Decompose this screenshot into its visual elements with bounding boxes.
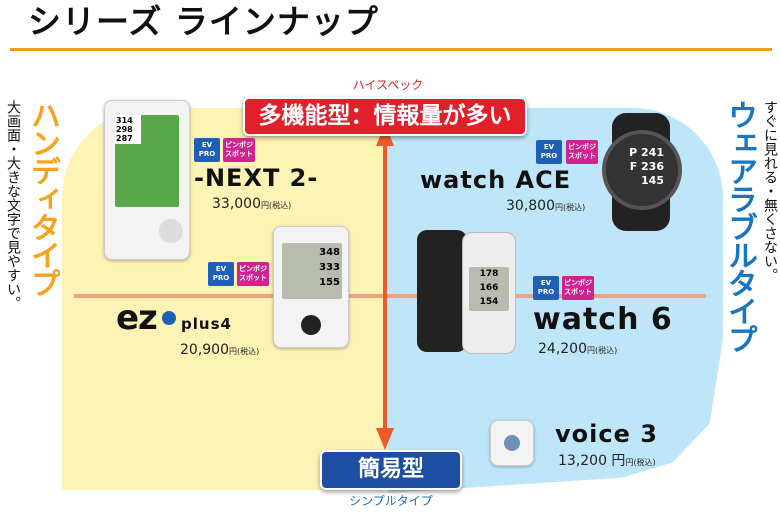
screen-value: 314 <box>116 116 133 125</box>
horizontal-axis <box>74 294 706 298</box>
voice3-device-image <box>490 420 534 466</box>
screen-value: 298 <box>116 125 133 134</box>
watch-ace-device-image: P 241 F 236 145 <box>602 130 682 210</box>
screen-value: 348 <box>319 247 340 258</box>
product-price-next2: 33,000円(税込) <box>212 196 292 212</box>
screen-value: 145 <box>641 174 664 187</box>
product-price-ezplus4: 20,900円(税込) <box>180 342 260 358</box>
vertical-axis <box>383 140 387 435</box>
product-name-watch6: watch 6 <box>533 302 673 337</box>
wearable-type-subtitle: すぐに見れる・無くさない。 <box>762 100 778 282</box>
screen-value: 333 <box>319 262 340 273</box>
product-price-watch-ace: 30,800円(税込) <box>506 198 586 214</box>
page-title: シリーズ ラインナップ <box>28 2 379 41</box>
product-price-voice3: 13,200 円円(税込) <box>558 453 656 469</box>
center-button <box>301 315 321 335</box>
simple-box: 簡易型 <box>320 450 462 490</box>
next2-screen: 314 298 287 <box>115 115 179 207</box>
high-spec-label: ハイスペック <box>352 78 424 92</box>
screen-value: 166 <box>479 283 499 293</box>
product-name-voice3: voice 3 <box>555 420 658 448</box>
ev-pro-badge: EV PRO <box>208 262 234 286</box>
arrow-down-icon <box>376 428 394 450</box>
screen-value: 178 <box>479 269 499 279</box>
handy-type-subtitle: 大画面・大きな文字で見やすい。 <box>5 100 21 310</box>
watch6-black-device-image <box>417 230 467 352</box>
pinpoji-spot-badge: ピンポジ スポット <box>562 276 594 300</box>
watch6-screen: 178 166 154 <box>469 267 509 311</box>
voice3-button <box>504 435 520 451</box>
ev-pro-badge: EV PRO <box>533 276 559 300</box>
plus-icon <box>161 311 176 325</box>
product-price-watch6: 24,200円(税込) <box>538 341 618 357</box>
product-name-watch-ace: watch ACE <box>420 166 572 194</box>
next2-device-image: 314 298 287 <box>104 100 190 260</box>
handy-type-title: ハンディタイプ <box>25 100 60 296</box>
screen-value: F 236 <box>629 160 664 173</box>
screen-value: P 241 <box>629 146 664 159</box>
screen-value: 154 <box>479 297 499 307</box>
dpad-button <box>159 219 183 243</box>
pinpoji-spot-badge: ピンポジ スポット <box>566 140 598 164</box>
ev-pro-badge: EV PRO <box>536 140 562 164</box>
product-name-next2: -NEXT 2- <box>194 164 319 192</box>
ezplus4-screen: 348 333 155 <box>282 243 342 299</box>
ev-pro-badge: EV PRO <box>194 138 220 162</box>
screen-value: 155 <box>319 277 340 288</box>
pinpoji-spot-badge: ピンポジ スポット <box>237 262 269 286</box>
ezplus4-device-image: 348 333 155 <box>273 226 349 348</box>
pinpoji-spot-badge: ピンポジ スポット <box>223 138 255 162</box>
product-name-ezplus4: ez plus4 <box>116 298 232 338</box>
title-underline <box>10 48 772 51</box>
simple-type-label: シンプルタイプ <box>349 494 433 508</box>
wearable-type-title: ウェアラブルタイプ <box>722 100 757 352</box>
screen-value: 287 <box>116 134 133 143</box>
watch6-white-device-image: 178 166 154 <box>462 232 516 354</box>
multifunction-box: 多機能型：情報量が多い <box>243 97 527 136</box>
